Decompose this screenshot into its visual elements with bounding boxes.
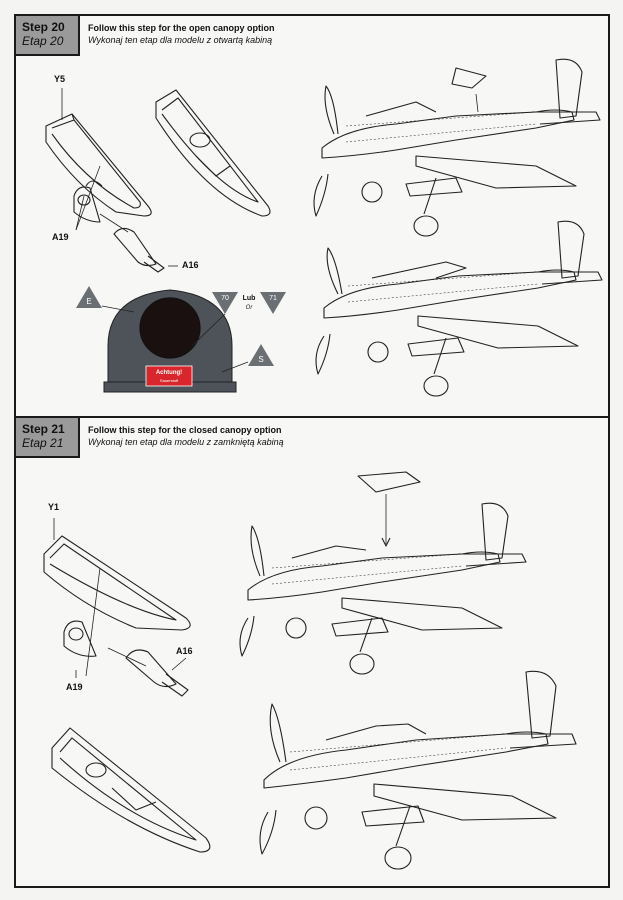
part-a19-drawing-step21 xyxy=(63,620,97,657)
paint-lub-text: Lub xyxy=(243,295,256,302)
step-20-title-polish: Etap 20 xyxy=(22,34,64,48)
canopy-interior-drawing xyxy=(155,89,271,217)
part-label-a19: A19 xyxy=(52,232,69,242)
step-21-instructions: Follow this step for the closed canopy o… xyxy=(88,424,284,448)
step-21-title: Step 21 xyxy=(22,422,65,436)
part-a16-drawing xyxy=(113,227,165,273)
headrest-paint-callout: E 70 Lub Or 71 S Achtung! Sauerstoff xyxy=(76,286,286,393)
step-20-instructions: Follow this step for the open canopy opt… xyxy=(88,22,275,46)
paint-or-text: Or xyxy=(246,305,254,311)
step-21-header-box: Step 21 Etap 21 xyxy=(16,418,80,458)
part-a16-drawing-step21 xyxy=(125,649,189,697)
paint-code-70: 70 xyxy=(221,295,229,302)
aircraft-open-canopy-top xyxy=(313,58,601,237)
step-20-drawing: E 70 Lub Or 71 S Achtung! Sauerstoff xyxy=(45,58,603,397)
aircraft-open-canopy-bottom xyxy=(315,220,603,397)
step-20-header-box: Step 20 Etap 20 xyxy=(16,16,80,56)
paint-code-71: 71 xyxy=(269,295,277,302)
aircraft-closed-canopy-bottom xyxy=(259,670,577,870)
part-label-a16-step21: A16 xyxy=(176,646,193,656)
placard-title: Achtung! xyxy=(156,370,182,376)
aircraft-closed-canopy-top xyxy=(239,502,527,675)
step-21-instruction-pl: Wykonaj ten etap dla modelu z zamkniętą … xyxy=(88,437,284,447)
placard-subtext: Sauerstoff xyxy=(160,378,179,383)
part-a19-drawing xyxy=(73,186,101,223)
canopy-hood-part xyxy=(357,471,421,547)
step-20-instruction-pl: Wykonaj ten etap dla modelu z otwartą ka… xyxy=(88,35,273,45)
canopy-y5-drawing xyxy=(45,113,152,217)
step-20-instruction-en: Follow this step for the open canopy opt… xyxy=(88,23,275,33)
part-label-y1: Y1 xyxy=(48,502,60,512)
instruction-page: Step 20 Etap 20 Follow this step for the… xyxy=(14,14,610,888)
step-21-drawing xyxy=(43,471,577,870)
canopy-interior-drawing-step21 xyxy=(51,727,211,853)
step-20-title: Step 20 xyxy=(22,20,65,34)
step-21-instruction-en: Follow this step for the closed canopy o… xyxy=(88,425,282,435)
step-21-title-polish: Etap 21 xyxy=(22,436,64,450)
part-label-y5: Y5 xyxy=(54,74,66,84)
part-label-a16: A16 xyxy=(182,260,199,270)
step-20-section: Step 20 Etap 20 Follow this step for the… xyxy=(16,16,608,418)
step-21-section: Step 21 Etap 21 Follow this step for the… xyxy=(16,418,608,888)
canopy-y1-drawing xyxy=(43,535,191,631)
part-label-a19-step21: A19 xyxy=(66,682,83,692)
paint-code-s: S xyxy=(258,355,263,364)
paint-code-e: E xyxy=(86,297,91,306)
